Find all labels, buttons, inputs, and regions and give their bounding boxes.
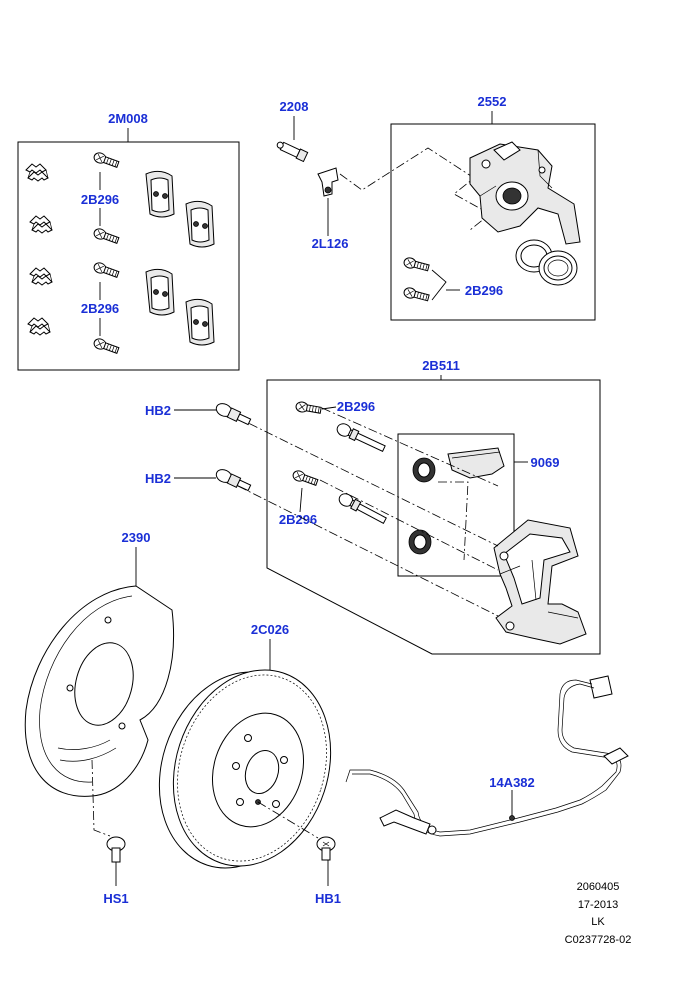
hub-bolt — [215, 403, 252, 426]
disc-retaining-bolt — [316, 836, 336, 861]
splash-shield-group: 2390 HS1 — [24, 530, 175, 906]
callout-2B296[interactable]: 2B296 — [279, 512, 317, 527]
anti-rattle-clip — [27, 317, 51, 336]
caliper-bolt — [402, 286, 431, 304]
caliper-box — [390, 123, 596, 321]
brake-pad — [185, 298, 215, 346]
anti-rattle-clip — [25, 163, 49, 182]
callout-2208[interactable]: 2208 — [280, 99, 309, 114]
sensor-connector — [589, 675, 613, 699]
guide-pin — [336, 423, 386, 452]
caliper-bolt — [402, 256, 431, 274]
guide-bolt — [92, 260, 121, 280]
hose-bracket — [317, 167, 339, 197]
carrier-group: 2B511 2B296 2B296 9069 — [233, 358, 601, 655]
callout-HB1[interactable]: HB1 — [315, 891, 341, 906]
ref-line-4: C0237728-02 — [565, 934, 632, 946]
callout-2B511[interactable]: 2B511 — [422, 358, 460, 373]
callout-2552[interactable]: 2552 — [478, 94, 507, 109]
sensor-head — [379, 809, 431, 835]
callout-2L126[interactable]: 2L126 — [312, 236, 349, 251]
ref-line-1: 2060405 — [577, 881, 620, 893]
callout-HB2[interactable]: HB2 — [145, 471, 171, 486]
callout-2B296[interactable]: 2B296 — [337, 399, 375, 414]
callout-2B296[interactable]: 2B296 — [465, 283, 503, 298]
caliper-carrier — [493, 519, 587, 645]
callout-2B296[interactable]: 2B296 — [81, 192, 119, 207]
callout-2M008[interactable]: 2M008 — [108, 111, 148, 126]
ref-line-3: LK — [591, 916, 605, 928]
guide-bolt — [92, 336, 121, 356]
carrier-bolt — [291, 468, 320, 488]
callout-14A382[interactable]: 14A382 — [489, 775, 535, 790]
anti-rattle-clip — [29, 267, 53, 286]
shield-bolt — [106, 836, 126, 863]
abs-sensor-group: 14A382 — [345, 675, 629, 837]
guide-boot — [412, 457, 436, 483]
brake-disc-group: 2C026 HB1 — [158, 622, 341, 906]
pad-kit-box — [17, 141, 240, 371]
guide-boot — [408, 529, 432, 555]
guide-bolt — [92, 226, 121, 246]
brake-pad — [145, 268, 175, 316]
pad-kit-group: 2M008 2B296 2B296 — [17, 111, 240, 371]
callout-HS1[interactable]: HS1 — [103, 891, 128, 906]
carrier-box — [266, 379, 601, 655]
caliper-body — [469, 141, 581, 245]
callout-HB2[interactable]: HB2 — [145, 403, 171, 418]
brake-pad — [145, 170, 175, 218]
reference-block: 2060405 17-2013 LK C0237728-02 — [565, 881, 632, 946]
boot-box — [397, 433, 515, 577]
hub-bolt — [215, 469, 252, 492]
brake-disc — [158, 669, 332, 869]
callout-2B296[interactable]: 2B296 — [81, 301, 119, 316]
grease-pack — [447, 447, 505, 479]
callout-2C026[interactable]: 2C026 — [251, 622, 289, 637]
caliper-group: 2552 2B296 — [390, 94, 596, 321]
callout-2390[interactable]: 2390 — [122, 530, 151, 545]
guide-bolt — [92, 150, 121, 170]
bleed-nipple-group: 2208 2L126 — [276, 99, 491, 251]
ref-line-2: 17-2013 — [578, 899, 618, 911]
anti-rattle-clip — [29, 215, 53, 234]
hb2-group: HB2 HB2 — [145, 403, 252, 492]
callout-9069[interactable]: 9069 — [531, 455, 560, 470]
bleed-screw — [276, 141, 309, 163]
guide-pin — [338, 493, 387, 524]
brake-pad — [185, 200, 215, 248]
carrier-bolt — [294, 400, 323, 416]
